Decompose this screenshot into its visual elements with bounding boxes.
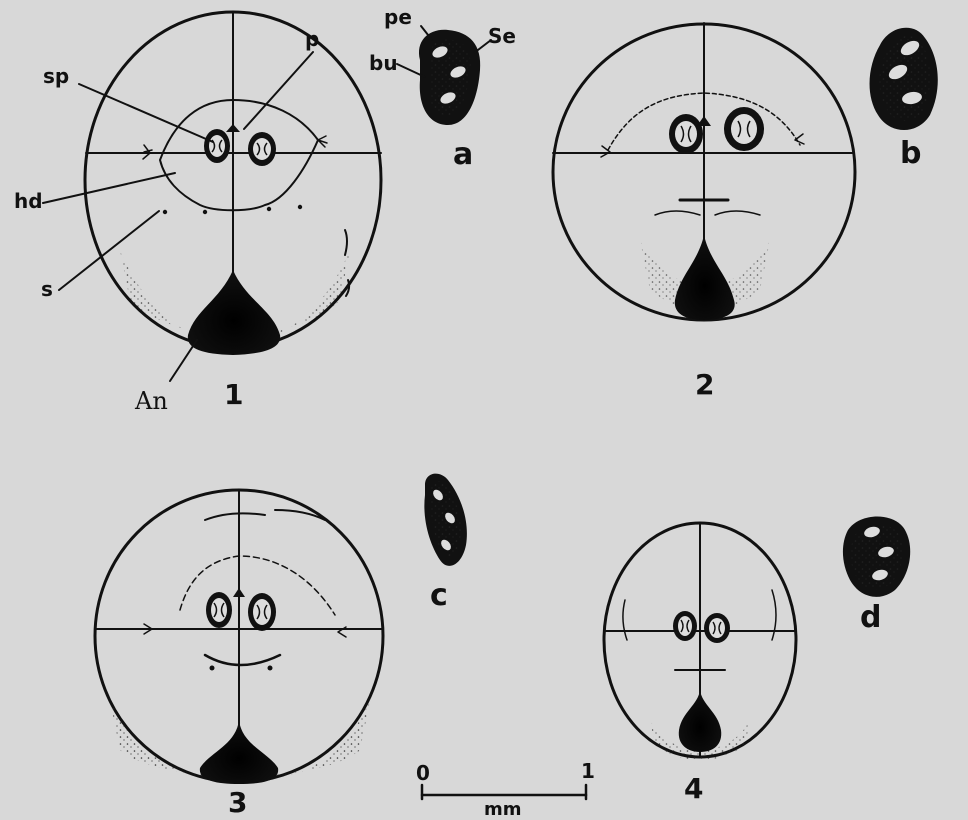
spiracle-pair — [204, 129, 276, 166]
label-p: p — [305, 27, 319, 51]
label-bu: bu — [369, 51, 398, 75]
anal-plate — [188, 270, 280, 355]
label-sp: sp — [43, 64, 69, 88]
detail-letter-c: c — [430, 578, 448, 613]
scale-bar-end-label: 1 — [581, 759, 595, 783]
anal-plate — [200, 720, 278, 784]
papilla — [233, 588, 245, 597]
label-s: s — [41, 277, 53, 301]
scale-bar: 0 1 mm — [416, 759, 595, 820]
detail-letter-d: d — [860, 600, 881, 635]
figure-number-3: 3 — [228, 786, 247, 819]
detail-letter-a: a — [453, 137, 473, 172]
horseshoe-depression — [160, 100, 318, 210]
label-pe: pe — [384, 5, 412, 29]
hind-mark — [205, 655, 280, 665]
spiracle-pair — [669, 107, 764, 154]
figure-2: 2 — [553, 23, 855, 401]
papilla — [697, 116, 711, 126]
scale-bar-unit: mm — [484, 799, 522, 820]
anal-plate — [679, 690, 721, 752]
figure-number-4: 4 — [684, 772, 703, 805]
figure-1: 1 — [85, 12, 381, 411]
anal-plate — [675, 235, 735, 320]
figure-number-2: 2 — [695, 368, 714, 401]
label-an: An — [134, 387, 168, 415]
detail-d: d — [843, 517, 910, 636]
papilla — [226, 124, 240, 132]
figure-number-1: 1 — [224, 378, 243, 411]
scale-bar-start-label: 0 — [416, 761, 430, 785]
figure-4: 4 — [604, 523, 796, 805]
sensilla-cluster-right — [318, 136, 327, 147]
detail-b: b — [870, 28, 938, 171]
sensilla-cluster-right — [795, 134, 804, 144]
spiracle-pair — [206, 592, 276, 631]
figure-3: 3 — [95, 490, 383, 819]
detail-c: c — [424, 474, 467, 613]
label-se: Se — [488, 24, 516, 48]
label-hd: hd — [14, 189, 43, 213]
stria — [655, 211, 760, 215]
detail-letter-b: b — [900, 136, 921, 171]
detail-a: a — [419, 30, 480, 172]
spiracle-pair — [673, 611, 730, 643]
edge-marks — [205, 510, 325, 520]
